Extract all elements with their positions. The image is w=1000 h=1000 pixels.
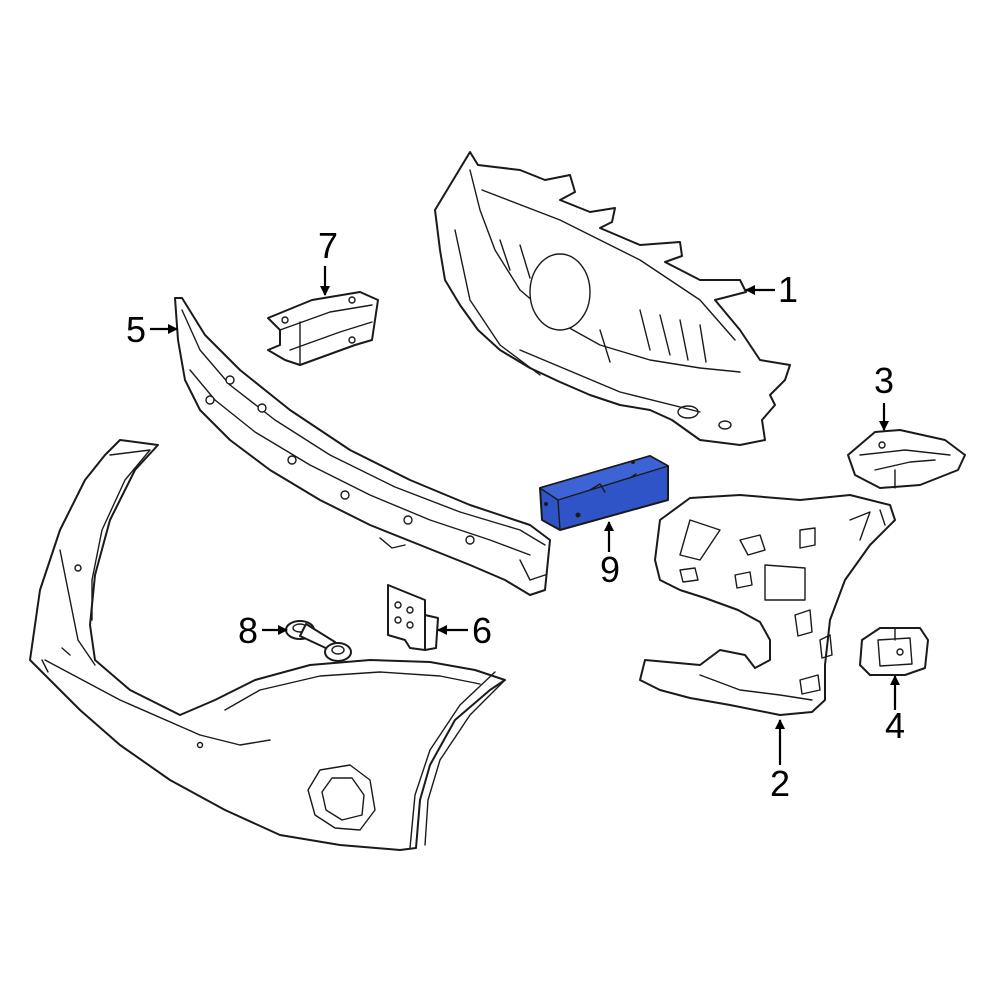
callout-9: 9 <box>600 549 620 590</box>
part-7-bracket[interactable] <box>267 291 379 366</box>
part-4-small-bracket[interactable] <box>859 627 929 676</box>
part-8-grommet[interactable] <box>285 620 352 662</box>
callout-1: 1 <box>778 269 798 310</box>
part-5-impact-bar[interactable] <box>174 297 551 596</box>
part-1-grille-carrier[interactable] <box>434 151 791 446</box>
callout-2: 2 <box>770 763 790 804</box>
part-9-energy-absorber[interactable] <box>539 455 669 531</box>
bumper-cover[interactable] <box>29 439 506 851</box>
part-6-mount-bracket[interactable] <box>387 584 439 651</box>
callout-8: 8 <box>238 610 258 651</box>
callout-leaders <box>150 266 900 765</box>
part-2-corner-bracket[interactable] <box>639 494 896 716</box>
callout-7: 7 <box>318 225 338 266</box>
callout-labels: 1 2 3 4 5 6 7 8 9 <box>126 225 905 804</box>
part-3-side-bracket[interactable] <box>847 429 966 489</box>
callout-3: 3 <box>874 360 894 401</box>
callout-5: 5 <box>126 309 146 350</box>
callout-4: 4 <box>885 705 905 746</box>
callout-6: 6 <box>472 610 492 651</box>
